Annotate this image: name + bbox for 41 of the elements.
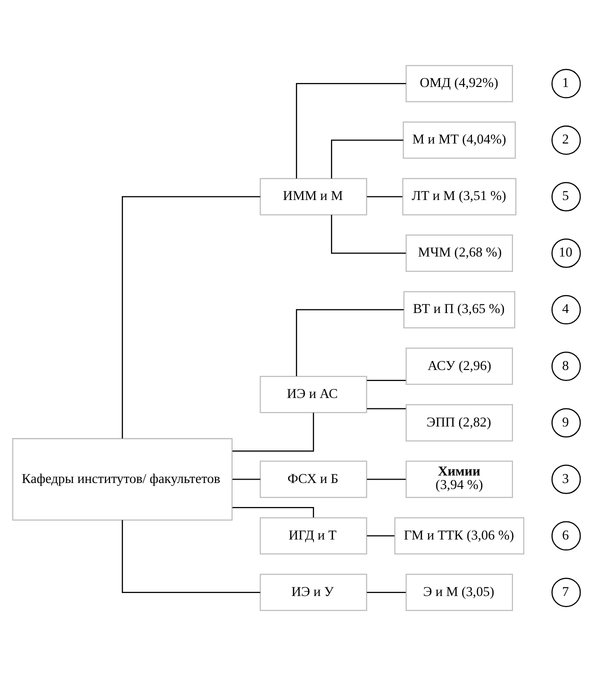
- node-circle: 9: [551, 408, 581, 438]
- connector: [366, 592, 406, 593]
- node-box: АСУ (2,96): [406, 348, 514, 385]
- node-box: ФСХ и Б: [260, 460, 368, 498]
- connector: [366, 478, 406, 480]
- node-box: Химии (3,94 %): [406, 460, 514, 498]
- connector: [296, 309, 404, 376]
- node-box: ГМ и ТТК (3,06 %): [394, 517, 524, 555]
- node-box: ОМД (4,92%): [406, 64, 514, 102]
- node-box: Э и М (3,05): [406, 574, 514, 612]
- node-box: Кафедры институтов/ факультетов: [12, 438, 233, 521]
- connector: [366, 408, 406, 410]
- node-circle: 6: [551, 521, 581, 551]
- node-box: ЛТ и М (3,51 %): [402, 178, 516, 216]
- connector: [330, 140, 404, 178]
- node-box: ВТ и П (3,65 %): [403, 291, 516, 328]
- connector: [366, 196, 402, 198]
- node-circle: 8: [551, 352, 581, 381]
- node-circle: 4: [551, 295, 581, 324]
- node-box: М и МТ (4,04%): [402, 122, 516, 159]
- connector: [366, 535, 394, 536]
- node-circle: 5: [551, 182, 581, 212]
- node-box: ИММ и М: [260, 178, 368, 216]
- connector: [122, 196, 260, 439]
- node-box: МЧМ (2,68 %): [406, 234, 514, 272]
- connector: [122, 520, 260, 593]
- node-circle: 1: [551, 68, 581, 98]
- connector: [296, 83, 406, 178]
- node-box: ИЭ и У: [260, 574, 368, 612]
- node-circle: 3: [551, 464, 581, 494]
- node-circle: 2: [551, 125, 581, 155]
- node-box: ИЭ и АС: [260, 376, 368, 414]
- node-circle: 7: [551, 578, 581, 608]
- connector: [366, 380, 406, 381]
- connector: [232, 412, 314, 452]
- connector: [330, 214, 406, 254]
- connector: [232, 507, 314, 518]
- node-circle: 10: [551, 238, 581, 268]
- node-box: ИГД и Т: [260, 517, 368, 555]
- connector: [232, 478, 260, 480]
- node-box: ЭПП (2,82): [406, 404, 514, 442]
